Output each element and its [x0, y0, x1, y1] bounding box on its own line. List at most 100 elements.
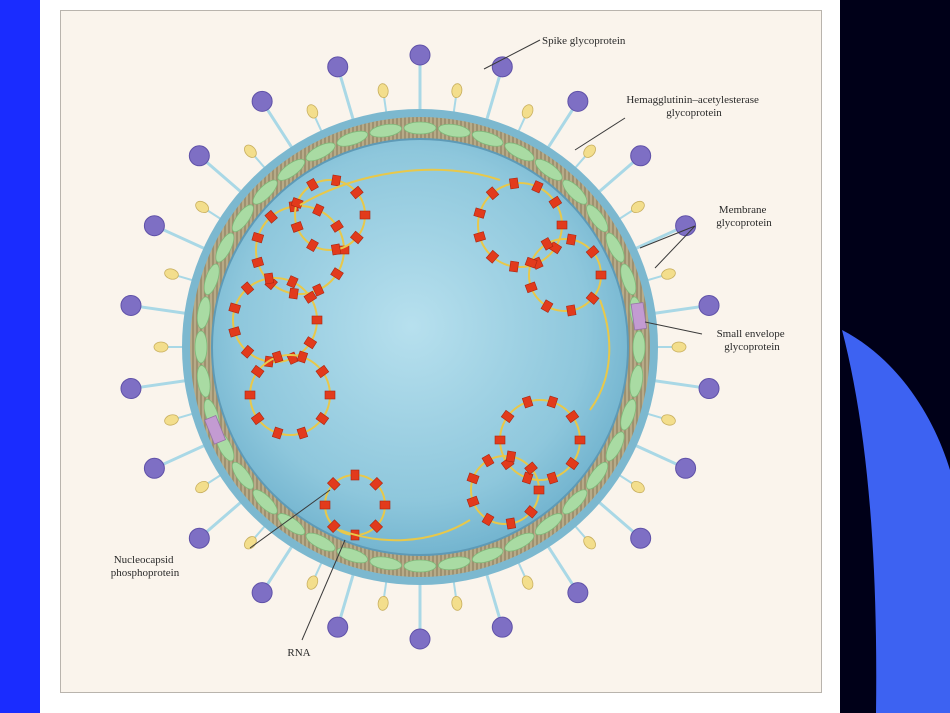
- spike-glycoprotein-icon: [143, 215, 165, 237]
- hemagglutinin-icon: [153, 341, 169, 353]
- nucleocapsid-icon: [349, 230, 364, 245]
- hemagglutinin-icon: [671, 341, 687, 353]
- nucleocapsid-icon: [556, 220, 568, 230]
- nucleocapsid-icon: [524, 256, 538, 269]
- nucleocapsid-icon: [524, 281, 538, 294]
- nucleocapsid-icon: [306, 238, 319, 253]
- membrane-glycoprotein-icon: [252, 489, 278, 515]
- leader-membrane-1: [639, 225, 696, 249]
- nucleocapsid-icon: [303, 290, 318, 304]
- membrane-glycoprotein-icon: [403, 121, 437, 135]
- membrane-glycoprotein-icon: [231, 461, 254, 490]
- nucleocapsid-icon: [566, 233, 577, 246]
- label-spike-glycoprotein: Spike glycoprotein: [542, 35, 626, 47]
- nucleocapsid-icon: [466, 472, 480, 485]
- nucleocapsid-icon: [540, 237, 554, 251]
- nucleocapsid-icon: [473, 231, 486, 243]
- nucleocapsid-icon: [500, 409, 515, 424]
- spike-glycoprotein-icon: [251, 582, 273, 604]
- spike-glycoprotein-icon: [188, 145, 210, 167]
- hemagglutinin-icon: [521, 104, 534, 119]
- nucleocapsid-icon: [485, 186, 500, 201]
- hemagglutinin-icon: [244, 144, 257, 158]
- nucleocapsid-icon: [286, 275, 299, 289]
- nucleocapsid-icon: [481, 453, 495, 468]
- membrane-glycoprotein-icon: [562, 489, 588, 515]
- nucleocapsid-icon: [531, 180, 544, 194]
- nucleocapsid-icon: [473, 207, 486, 219]
- spike-glycoprotein-icon: [698, 294, 720, 316]
- nucleocapsid-icon: [565, 456, 580, 471]
- membrane-glycoprotein-icon: [534, 158, 563, 181]
- membrane-glycoprotein-icon: [620, 398, 637, 431]
- hemagglutinin-icon: [451, 83, 463, 99]
- spike-glycoprotein-icon: [120, 294, 142, 316]
- hemagglutinin-icon: [661, 268, 676, 280]
- nucleocapsid-icon: [240, 281, 255, 296]
- hemagglutinin-icon: [583, 536, 596, 550]
- nucleocapsid-icon: [546, 471, 559, 485]
- membrane-glycoprotein-icon: [504, 142, 535, 162]
- nucleocapsid-icon: [324, 390, 336, 400]
- nucleocapsid-icon: [509, 260, 520, 273]
- nucleocapsid-icon: [303, 336, 318, 350]
- membrane-glycoprotein-icon: [305, 532, 336, 552]
- spike-glycoprotein-icon: [567, 582, 589, 604]
- hemagglutinin-icon: [195, 480, 209, 494]
- spike-glycoprotein-icon: [327, 616, 349, 638]
- hemagglutinin-icon: [661, 414, 676, 426]
- slide-left-blue-bar: [0, 0, 40, 713]
- nucleocapsid-icon: [271, 350, 284, 364]
- spike-glycoprotein-icon: [630, 527, 652, 549]
- nucleocapsid-icon: [306, 177, 319, 192]
- nucleocapsid-icon: [595, 270, 607, 280]
- nucleocapsid-icon: [585, 291, 600, 305]
- hemagglutinin-icon: [631, 200, 645, 214]
- hemagglutinin-icon: [377, 595, 389, 611]
- membrane-glycoprotein-icon: [369, 556, 402, 571]
- nucleocapsid-icon: [494, 435, 506, 445]
- nucleocapsid-icon: [505, 517, 517, 530]
- label-membrane-glycoprotein: Membrane glycoprotein: [716, 204, 772, 229]
- membrane-glycoprotein-icon: [605, 232, 625, 263]
- slide-right-blue-swoosh: [842, 330, 950, 713]
- leader-spike: [483, 39, 541, 70]
- membrane-glycoprotein-icon: [632, 330, 646, 364]
- hemagglutinin-icon: [451, 595, 463, 611]
- hemagglutinin-icon: [195, 200, 209, 214]
- spike-glycoprotein-icon: [567, 90, 589, 112]
- nucleocapsid-icon: [296, 350, 309, 364]
- nucleocapsid-icon: [349, 185, 364, 200]
- label-small-envelope-glycoprotein: Small envelope glycoprotein: [717, 328, 788, 353]
- hemagglutinin-icon: [164, 414, 179, 426]
- membrane-glycoprotein-icon: [194, 330, 208, 364]
- nucleocapsid-icon: [288, 287, 299, 300]
- nucleocapsid-icon: [296, 426, 309, 440]
- membrane-protein-layer: [194, 121, 648, 573]
- nucleocapsid-icon: [548, 195, 563, 209]
- membrane-glycoprotein-icon: [586, 461, 609, 490]
- nucleocapsid-icon: [311, 315, 323, 325]
- nucleocapsid-icon: [350, 469, 360, 481]
- membrane-glycoprotein-icon: [336, 130, 369, 147]
- nucleocapsid-icon: [319, 500, 331, 510]
- rna-nucleocapsid-layer: [228, 168, 611, 542]
- nucleocapsid-icon: [250, 364, 265, 379]
- spike-glycoprotein-icon: [675, 457, 697, 479]
- nucleocapsid-icon: [228, 326, 241, 338]
- membrane-glycoprotein-icon: [369, 123, 402, 138]
- rna-strand: [299, 168, 611, 542]
- nucleocapsid-icon: [315, 364, 330, 379]
- membrane-glycoprotein-icon: [252, 179, 278, 205]
- nucleocapsid-icon: [251, 256, 265, 269]
- membrane-glycoprotein-icon: [620, 263, 637, 296]
- nucleocapsid-icon: [359, 210, 371, 220]
- nucleocapsid-icon: [290, 221, 304, 233]
- membrane-glycoprotein-icon: [277, 513, 306, 536]
- membrane-glycoprotein-icon: [196, 296, 211, 329]
- spike-glycoprotein-icon: [630, 145, 652, 167]
- nucleocapsid-icon: [574, 435, 586, 445]
- membrane-glycoprotein-icon: [438, 556, 471, 571]
- membrane-glycoprotein-icon: [231, 204, 254, 233]
